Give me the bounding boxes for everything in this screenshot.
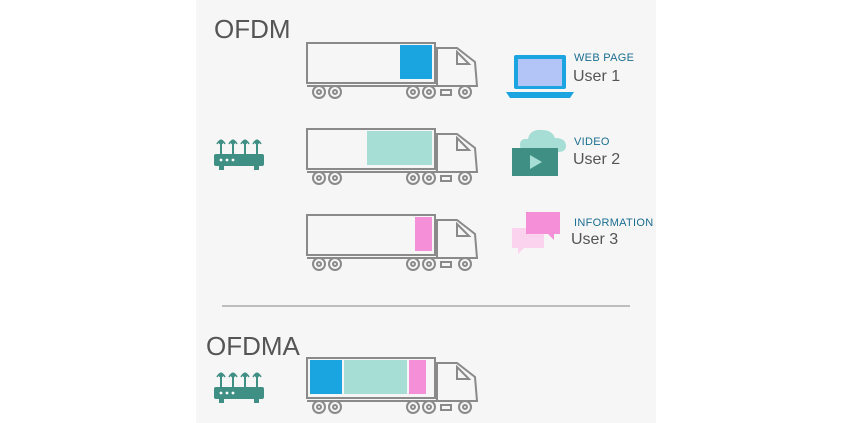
cloud-video-icon xyxy=(512,129,566,176)
user-3-name: User 3 xyxy=(571,231,619,248)
ofdma-title: OFDMA xyxy=(206,331,300,361)
router-icon xyxy=(214,372,264,403)
cargo-web xyxy=(310,360,342,394)
user-2-category: VIDEO xyxy=(574,136,610,148)
section-divider xyxy=(222,305,630,307)
ofdm-title: OFDM xyxy=(214,14,291,44)
truck-ofdma xyxy=(306,357,479,414)
cargo-video xyxy=(367,131,432,165)
chat-bubbles-icon xyxy=(512,212,560,254)
router-icon xyxy=(214,139,264,170)
cargo-video xyxy=(344,360,407,394)
user-1-category: WEB PAGE xyxy=(574,52,635,64)
user-1-name: User 1 xyxy=(573,68,621,85)
laptop-icon xyxy=(506,55,574,98)
cargo-web xyxy=(400,45,432,79)
cargo-info xyxy=(415,217,432,251)
user-3-category: INFORMATION xyxy=(574,217,654,229)
truck-user-1 xyxy=(306,42,479,99)
cargo-info xyxy=(409,360,426,394)
truck-user-3 xyxy=(306,214,479,271)
truck-user-2 xyxy=(306,128,479,185)
user-2-name: User 2 xyxy=(573,151,621,168)
